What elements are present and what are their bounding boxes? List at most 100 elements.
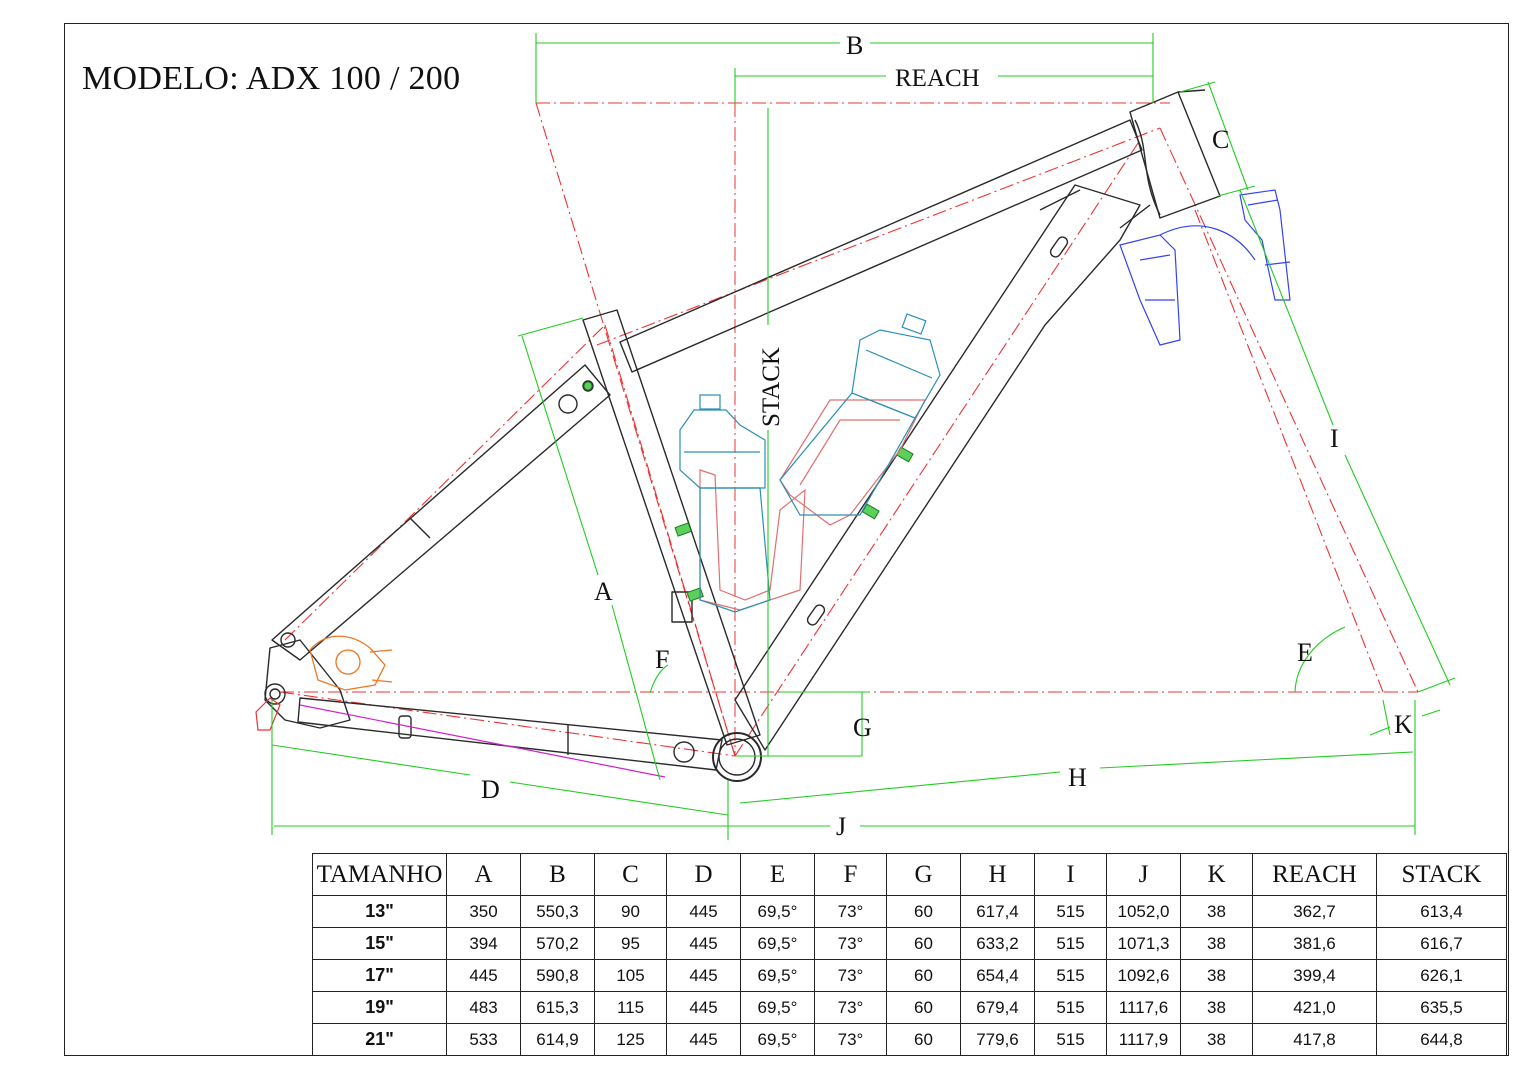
- header-e: E: [740, 853, 815, 896]
- cell: 644,8: [1376, 1023, 1507, 1056]
- cell: 60: [886, 895, 961, 928]
- cell: 550,3: [520, 895, 595, 928]
- cell: 381,6: [1252, 927, 1377, 960]
- cell: 399,4: [1252, 959, 1377, 992]
- cell: 362,7: [1252, 895, 1377, 928]
- cell: 635,5: [1376, 991, 1507, 1024]
- header-g: G: [886, 853, 961, 896]
- header-reach: REACH: [1252, 853, 1377, 896]
- header-h: H: [960, 853, 1035, 896]
- cell: 115: [594, 991, 667, 1024]
- cell-size: 19": [312, 991, 447, 1024]
- cell: 515: [1034, 991, 1107, 1024]
- cell: 617,4: [960, 895, 1035, 928]
- bottle-bosses: [583, 381, 914, 602]
- brake-caliper: [309, 635, 393, 691]
- dim-label-b: B: [846, 31, 863, 60]
- water-bottles: [679, 313, 941, 613]
- chainstay-inner-line: [299, 704, 666, 778]
- cell: 38: [1180, 991, 1253, 1024]
- cell: 483: [446, 991, 521, 1024]
- dim-label-i: I: [1330, 424, 1339, 453]
- cell: 60: [886, 1023, 961, 1056]
- cell: 533: [446, 1023, 521, 1056]
- cell: 1117,6: [1106, 991, 1181, 1024]
- bottle-right: [779, 313, 941, 516]
- cell-size: 21": [312, 1023, 447, 1056]
- table-row: 13" 350 550,3 90 445 69,5° 73° 60 617,4 …: [312, 895, 1507, 928]
- cell: 1071,3: [1106, 927, 1181, 960]
- cell: 125: [594, 1023, 667, 1056]
- cell: 445: [666, 991, 741, 1024]
- cell: 60: [886, 927, 961, 960]
- chain-stay: [297, 697, 723, 771]
- dimension-labels: B REACH STACK C A F G D H J I E K: [481, 31, 1413, 841]
- cell: 421,0: [1252, 991, 1377, 1024]
- header-d: D: [666, 853, 741, 896]
- header-c: C: [594, 853, 667, 896]
- cell-size: 13": [312, 895, 447, 928]
- cell: 613,4: [1376, 895, 1507, 928]
- dim-label-f: F: [655, 645, 669, 674]
- cell: 654,4: [960, 959, 1035, 992]
- frame-tubes: [264, 89, 1221, 782]
- header-b: B: [520, 853, 595, 896]
- cell: 38: [1180, 895, 1253, 928]
- bottle-cages: [699, 399, 926, 611]
- cell: 779,6: [960, 1023, 1035, 1056]
- cell: 445: [666, 927, 741, 960]
- suspension-fork: [1119, 189, 1291, 346]
- cell: 445: [446, 959, 521, 992]
- cell: 60: [886, 991, 961, 1024]
- cell-size: 17": [312, 959, 447, 992]
- head-tube: [1129, 91, 1221, 219]
- cell: 616,7: [1376, 927, 1507, 960]
- header-i: I: [1034, 853, 1107, 896]
- header-k: K: [1180, 853, 1253, 896]
- cell: 38: [1180, 927, 1253, 960]
- cell: 69,5°: [740, 1023, 815, 1056]
- header-a: A: [446, 853, 521, 896]
- cell-size: 15": [312, 927, 447, 960]
- table-row: 21" 533 614,9 125 445 69,5° 73° 60 779,6…: [312, 1023, 1507, 1056]
- header-j: J: [1106, 853, 1181, 896]
- dim-label-h: H: [1068, 763, 1087, 792]
- model-title: MODELO: ADX 100 / 200: [82, 60, 461, 97]
- geometry-table: TAMANHO A B C D E F G H I J K REACH STAC…: [312, 853, 1507, 1056]
- cell: 73°: [814, 927, 887, 960]
- cell: 38: [1180, 959, 1253, 992]
- dim-label-c: C: [1212, 125, 1229, 154]
- drawing-sheet-border: [64, 23, 1509, 1056]
- cell: 69,5°: [740, 991, 815, 1024]
- bottom-bracket: [712, 732, 762, 782]
- cell: 445: [666, 895, 741, 928]
- cell: 515: [1034, 959, 1107, 992]
- dim-label-stack: STACK: [758, 347, 785, 427]
- cell: 590,8: [520, 959, 595, 992]
- cell: 69,5°: [740, 895, 815, 928]
- cell: 69,5°: [740, 927, 815, 960]
- seat-tube: [582, 309, 761, 746]
- cell: 633,2: [960, 927, 1035, 960]
- header-tamanho: TAMANHO: [312, 853, 447, 896]
- table-header-row: TAMANHO A B C D E F G H I J K REACH STAC…: [312, 853, 1507, 896]
- cell: 95: [594, 927, 667, 960]
- cell: 350: [446, 895, 521, 928]
- cell: 1092,6: [1106, 959, 1181, 992]
- dim-label-reach: REACH: [895, 65, 980, 92]
- cell: 417,8: [1252, 1023, 1377, 1056]
- cell: 679,4: [960, 991, 1035, 1024]
- cell: 570,2: [520, 927, 595, 960]
- seat-stay: [271, 364, 611, 661]
- cell: 615,3: [520, 991, 595, 1024]
- down-tube: [734, 184, 1141, 751]
- dim-label-k: K: [1394, 710, 1413, 739]
- dim-label-j: J: [836, 812, 846, 841]
- cell: 69,5°: [740, 959, 815, 992]
- table-row: 15" 394 570,2 95 445 69,5° 73° 60 633,2 …: [312, 927, 1507, 960]
- cell: 626,1: [1376, 959, 1507, 992]
- dim-label-e: E: [1297, 638, 1313, 667]
- cell: 394: [446, 927, 521, 960]
- cell: 1117,9: [1106, 1023, 1181, 1056]
